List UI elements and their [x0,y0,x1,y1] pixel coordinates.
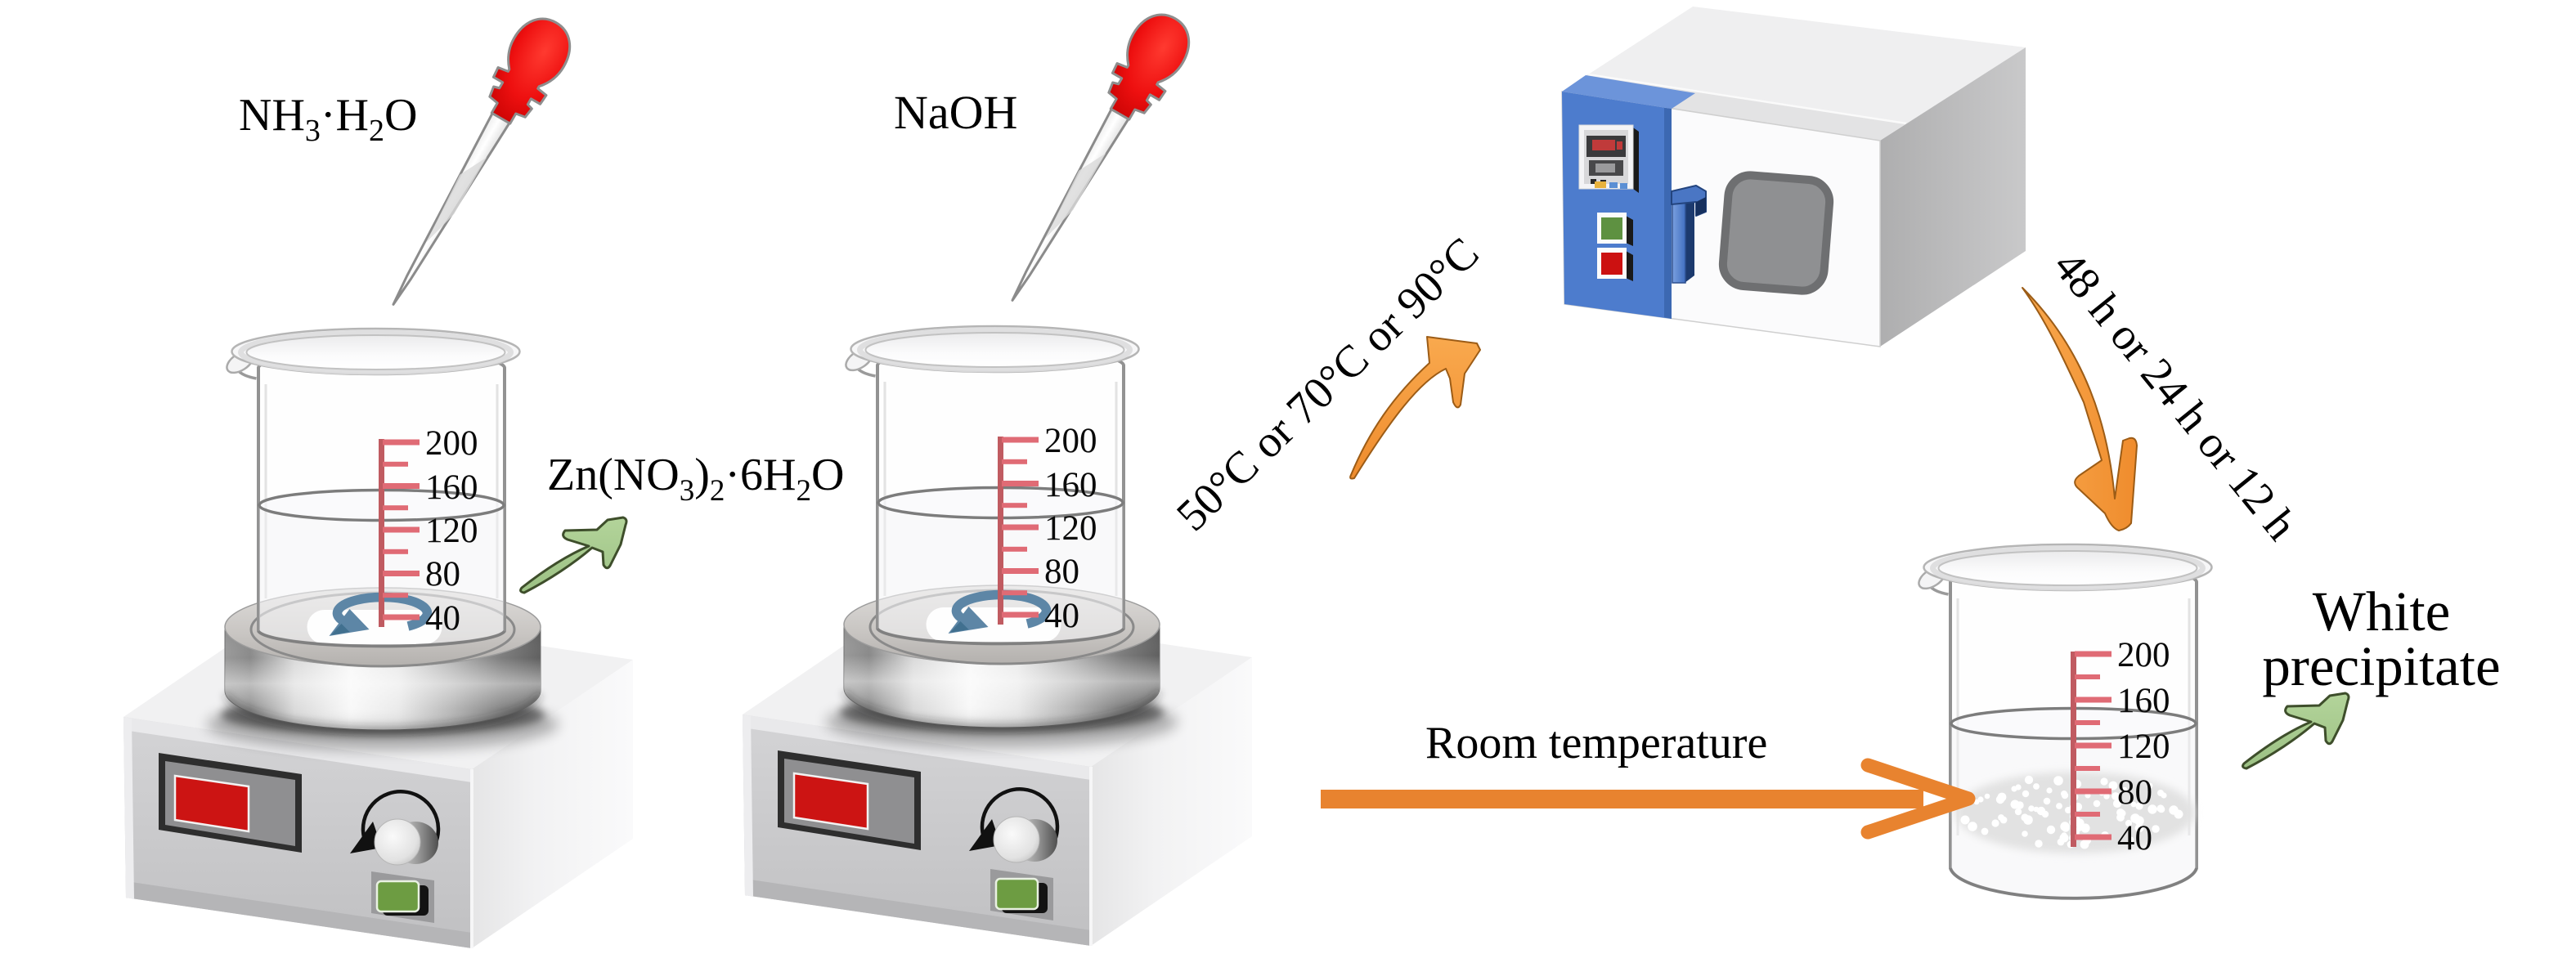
svg-text:40: 40 [1044,597,1079,635]
svg-text:precipitate: precipitate [2262,635,2500,697]
svg-text:120: 120 [1044,509,1097,548]
svg-text:40: 40 [2117,819,2152,858]
svg-text:White: White [2313,580,2451,643]
svg-text:Zn(NO3)2·6H2O: Zn(NO3)2·6H2O [547,450,844,508]
svg-text:40: 40 [425,599,460,638]
svg-text:160: 160 [425,468,478,507]
svg-text:50°C or 70°C or 90°C: 50°C or 70°C or 90°C [1167,227,1488,540]
svg-text:80: 80 [2117,773,2152,812]
svg-text:Room temperature: Room temperature [1425,718,1767,768]
svg-text:80: 80 [1044,553,1079,591]
svg-text:NH3·H2O: NH3·H2O [239,90,417,148]
svg-text:200: 200 [425,424,478,463]
svg-text:120: 120 [2117,728,2170,766]
svg-text:80: 80 [425,555,460,593]
svg-text:200: 200 [2117,636,2170,674]
svg-text:200: 200 [1044,422,1097,460]
svg-text:160: 160 [2117,682,2170,720]
svg-text:160: 160 [1044,466,1097,504]
svg-text:120: 120 [425,512,478,550]
svg-text:NaOH: NaOH [894,86,1017,139]
